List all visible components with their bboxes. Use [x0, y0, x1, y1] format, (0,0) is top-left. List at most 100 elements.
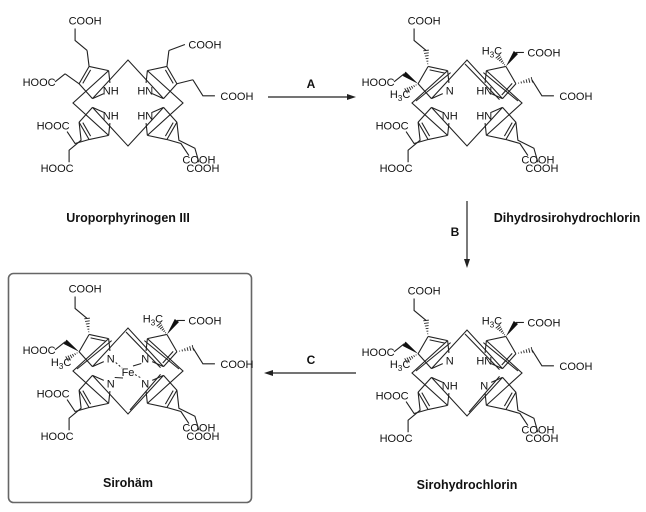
- bond: [146, 70, 184, 136]
- bond: [484, 122, 487, 136]
- bond: [125, 331, 161, 369]
- carboxyl-label: COOH: [188, 315, 221, 327]
- bond: [88, 134, 109, 141]
- bond: [393, 343, 405, 353]
- ring-nitrogen-label: N: [446, 356, 454, 368]
- bond: [415, 72, 451, 102]
- bond: [447, 392, 450, 406]
- bond: [505, 66, 517, 85]
- ring-nitrogen-label: HN: [137, 86, 153, 98]
- ring-nitrogen-label: N: [107, 354, 115, 366]
- bond: [483, 342, 519, 372]
- bond: [431, 106, 503, 147]
- carboxyl-label: HOOC: [41, 431, 74, 443]
- carboxyl-label: HOOC: [23, 345, 56, 357]
- bond: [407, 392, 421, 433]
- bond: [164, 69, 174, 84]
- bond: [531, 79, 554, 97]
- bond: [166, 407, 190, 424]
- bond: [86, 50, 90, 67]
- bond: [447, 122, 450, 136]
- iron-atom-label: Fe: [122, 367, 135, 379]
- hashed-bond: [156, 322, 167, 334]
- bond: [82, 390, 92, 405]
- ring-nitrogen-label: N: [480, 381, 488, 393]
- bond: [145, 338, 148, 352]
- ring-nitrogen-label: HN: [476, 111, 492, 123]
- carboxyl-label: HOOC: [380, 433, 413, 445]
- bond: [415, 342, 451, 372]
- bond: [132, 362, 142, 367]
- bond: [485, 340, 523, 406]
- bond: [64, 73, 80, 85]
- bond: [505, 409, 529, 426]
- carboxyl-label: COOH: [527, 47, 560, 59]
- bond: [166, 66, 178, 85]
- pyrrole-ring-c: NH: [417, 376, 458, 411]
- bond: [166, 389, 178, 408]
- compound-name-siroheme: Sirohäm: [103, 476, 153, 490]
- bond: [108, 338, 111, 352]
- hashed-bond: [404, 354, 417, 364]
- bond: [431, 329, 503, 370]
- bond: [407, 122, 421, 163]
- compound-name-uroporphyrinogen: Uroporphyrinogen III: [66, 211, 190, 225]
- bond: [88, 333, 109, 340]
- pyrrole-ring-b: HN: [137, 65, 178, 100]
- methyl-label: H3C: [482, 315, 502, 329]
- bond: [66, 131, 90, 145]
- hashed-bond: [404, 84, 417, 94]
- bond: [421, 122, 431, 137]
- bond: [429, 69, 445, 74]
- bond: [431, 363, 444, 370]
- carboxyl-label: HOOC: [37, 121, 70, 133]
- bond: [147, 402, 168, 409]
- bond: [417, 121, 429, 140]
- wedge-bond: [166, 318, 180, 335]
- bond: [92, 374, 105, 381]
- bond: [166, 50, 170, 67]
- methyl-label: H3C: [482, 45, 502, 59]
- carboxyl-label: COOH: [69, 15, 102, 27]
- bond: [176, 79, 194, 85]
- bond: [484, 392, 487, 406]
- bond: [405, 401, 429, 415]
- hashed-bond: [495, 54, 506, 66]
- bond: [92, 327, 164, 368]
- carboxyl-label: COOH: [559, 361, 592, 373]
- bond: [168, 43, 186, 51]
- carboxyl-label: COOH: [408, 285, 441, 297]
- bond: [484, 340, 487, 354]
- bond: [147, 134, 168, 141]
- bond: [151, 93, 164, 100]
- ring-nitrogen-label: HN: [137, 111, 153, 123]
- wedge-bond: [63, 339, 80, 352]
- bond: [66, 399, 90, 413]
- step-label-b: B: [451, 225, 460, 239]
- bond: [503, 122, 513, 137]
- meso-bridges: [72, 327, 184, 415]
- carboxyl-label: COOH: [186, 431, 219, 443]
- bond: [421, 392, 431, 407]
- bond: [427, 404, 448, 411]
- carboxyl-label: COOH: [186, 163, 219, 175]
- ring-nitrogen-label: N: [141, 354, 149, 366]
- pyrrole-ring-d: HN: [137, 106, 178, 141]
- bond: [164, 390, 174, 405]
- bond: [485, 70, 523, 136]
- coordination-bond: [133, 373, 141, 378]
- bond: [393, 73, 405, 83]
- bond: [505, 139, 529, 156]
- bond: [145, 390, 148, 404]
- bond: [166, 121, 178, 140]
- carboxyl-label: COOH: [527, 317, 560, 329]
- bond: [92, 361, 105, 368]
- carboxyl-label: HOOC: [376, 391, 409, 403]
- bond: [427, 65, 448, 72]
- bond: [531, 349, 554, 367]
- bond: [78, 66, 90, 85]
- pyrrole-ring-c: NH: [78, 106, 119, 141]
